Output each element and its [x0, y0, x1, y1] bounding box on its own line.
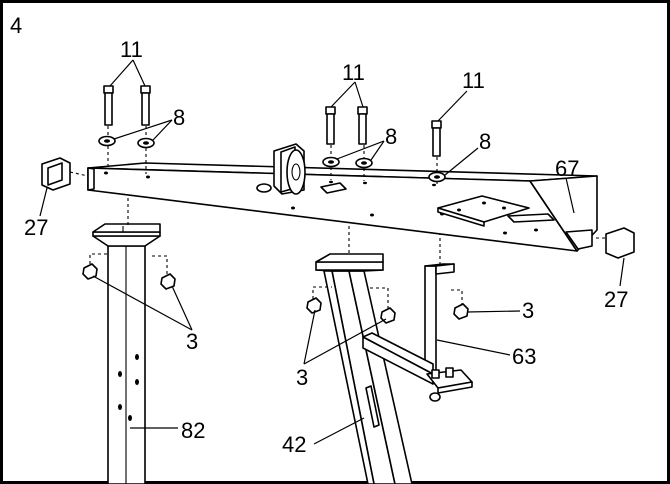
callout-bolts-middle: 11: [342, 60, 365, 85]
callout-leg-left: 82: [181, 418, 205, 443]
crossbar-67: [87, 143, 598, 252]
step-number: 4: [10, 13, 22, 38]
callout-washers-left: 8: [173, 105, 185, 130]
callout-end-cap-left: 27: [24, 215, 48, 240]
nuts-3: [82, 263, 469, 324]
callout-crossbar: 67: [555, 156, 579, 181]
end-cap-right-27: [596, 227, 635, 259]
bolts-11: [103, 85, 442, 157]
callout-nut-right: 3: [522, 298, 534, 323]
callout-nuts-left: 3: [186, 329, 198, 354]
end-cap-left-27: [41, 157, 89, 191]
left-leg-guides: [89, 198, 168, 280]
washers-8: [98, 135, 446, 183]
callout-bolts-left: 11: [120, 37, 143, 62]
left-leg-82: [92, 223, 161, 484]
callout-washer-right: 8: [479, 129, 491, 154]
callout-washers-middle: 8: [385, 124, 397, 149]
callout-nuts-middle: 3: [296, 365, 308, 390]
callout-end-cap-right: 27: [604, 287, 628, 312]
callout-leg-middle: 42: [282, 432, 306, 457]
callout-bolt-right: 11: [462, 68, 485, 93]
middle-leg-42: [315, 253, 413, 484]
callout-bracket: 63: [512, 344, 536, 369]
bracket-63: [362, 263, 473, 402]
leader-lines: [39, 59, 625, 445]
